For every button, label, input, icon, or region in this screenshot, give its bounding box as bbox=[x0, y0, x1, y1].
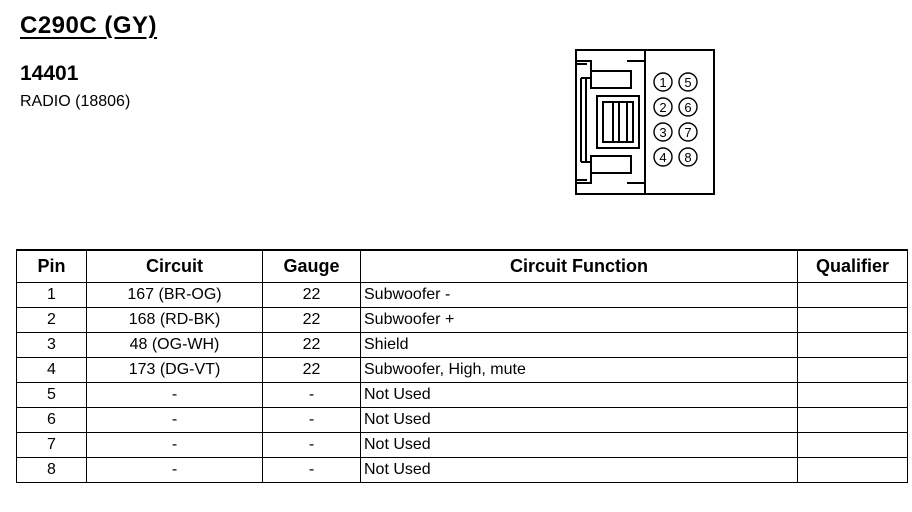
table-row: 5 - - Not Used bbox=[16, 382, 908, 408]
pin-cell: 2 bbox=[16, 307, 87, 333]
circuit-cell: 167 (BR-OG) bbox=[86, 282, 263, 308]
function-cell: Not Used bbox=[360, 382, 798, 408]
gauge-cell: 22 bbox=[262, 307, 361, 333]
col-header-qualifier: Qualifier bbox=[797, 249, 908, 283]
col-header-circuit: Circuit bbox=[86, 249, 263, 283]
cavity-4-ring bbox=[653, 147, 673, 167]
gauge-cell: - bbox=[262, 457, 361, 483]
cavity-number-grid bbox=[653, 72, 698, 167]
pin-cell: 8 bbox=[16, 457, 87, 483]
gauge-cell: 22 bbox=[262, 357, 361, 383]
function-cell: Not Used bbox=[360, 432, 798, 458]
pin-cell: 1 bbox=[16, 282, 87, 308]
circuit-cell: - bbox=[86, 457, 263, 483]
cavity-4-label: 4 bbox=[659, 150, 666, 165]
pin-cell: 4 bbox=[16, 357, 87, 383]
connector-title: C290C (GY) bbox=[20, 12, 158, 39]
qualifier-cell bbox=[797, 407, 908, 433]
part-description: RADIO (18806) bbox=[20, 93, 131, 110]
function-cell: Subwoofer, High, mute bbox=[360, 357, 798, 383]
cavity-3-label: 3 bbox=[659, 125, 666, 140]
qualifier-cell bbox=[797, 307, 908, 333]
col-header-pin: Pin bbox=[16, 249, 87, 283]
cavity-1-label: 1 bbox=[659, 75, 666, 90]
circuit-cell: 173 (DG-VT) bbox=[86, 357, 263, 383]
cavity-6-ring bbox=[678, 97, 698, 117]
table-row: 2 168 (RD-BK) 22 Subwoofer + bbox=[16, 307, 908, 333]
pinout-table: Pin Circuit Gauge Circuit Function Quali… bbox=[16, 249, 908, 483]
qualifier-cell bbox=[797, 357, 908, 383]
gauge-cell: 22 bbox=[262, 332, 361, 358]
gauge-cell: - bbox=[262, 432, 361, 458]
pin-cell: 5 bbox=[16, 382, 87, 408]
cavity-2-ring bbox=[653, 97, 673, 117]
table-row: 7 - - Not Used bbox=[16, 432, 908, 458]
table-row: 3 48 (OG-WH) 22 Shield bbox=[16, 332, 908, 358]
cavity-7-label: 7 bbox=[684, 125, 691, 140]
cavity-2-label: 2 bbox=[659, 100, 666, 115]
table-row: 4 173 (DG-VT) 22 Subwoofer, High, mute bbox=[16, 357, 908, 383]
pin-cell: 7 bbox=[16, 432, 87, 458]
col-header-gauge: Gauge bbox=[262, 249, 361, 283]
cavity-1-ring bbox=[653, 72, 673, 92]
cavity-5-label: 5 bbox=[684, 75, 691, 90]
circuit-cell: 48 (OG-WH) bbox=[86, 332, 263, 358]
function-cell: Subwoofer - bbox=[360, 282, 798, 308]
circuit-cell: - bbox=[86, 382, 263, 408]
cavity-6-label: 6 bbox=[684, 100, 691, 115]
col-header-circuit-function: Circuit Function bbox=[360, 249, 798, 283]
qualifier-cell bbox=[797, 332, 908, 358]
qualifier-cell bbox=[797, 282, 908, 308]
qualifier-cell bbox=[797, 457, 908, 483]
gauge-cell: - bbox=[262, 407, 361, 433]
function-cell: Shield bbox=[360, 332, 798, 358]
part-number: 14401 bbox=[20, 62, 79, 85]
cavity-8-ring bbox=[678, 147, 698, 167]
function-cell: Not Used bbox=[360, 407, 798, 433]
cavity-8-label: 8 bbox=[684, 150, 691, 165]
cavity-3-ring bbox=[653, 122, 673, 142]
function-cell: Subwoofer + bbox=[360, 307, 798, 333]
qualifier-cell bbox=[797, 382, 908, 408]
circuit-cell: 168 (RD-BK) bbox=[86, 307, 263, 333]
connector-face-diagram: 1 2 3 4 5 6 7 8 bbox=[575, 49, 715, 195]
cavity-5-ring bbox=[678, 72, 698, 92]
table-row: 6 - - Not Used bbox=[16, 407, 908, 433]
circuit-cell: - bbox=[86, 407, 263, 433]
table-row: 8 - - Not Used bbox=[16, 457, 908, 483]
table-row: 1 167 (BR-OG) 22 Subwoofer - bbox=[16, 282, 908, 308]
pin-cell: 3 bbox=[16, 332, 87, 358]
circuit-cell: - bbox=[86, 432, 263, 458]
pin-cell: 6 bbox=[16, 407, 87, 433]
cavity-7-ring bbox=[678, 122, 698, 142]
table-header-row: Pin Circuit Gauge Circuit Function Quali… bbox=[16, 249, 908, 283]
qualifier-cell bbox=[797, 432, 908, 458]
gauge-cell: - bbox=[262, 382, 361, 408]
function-cell: Not Used bbox=[360, 457, 798, 483]
gauge-cell: 22 bbox=[262, 282, 361, 308]
